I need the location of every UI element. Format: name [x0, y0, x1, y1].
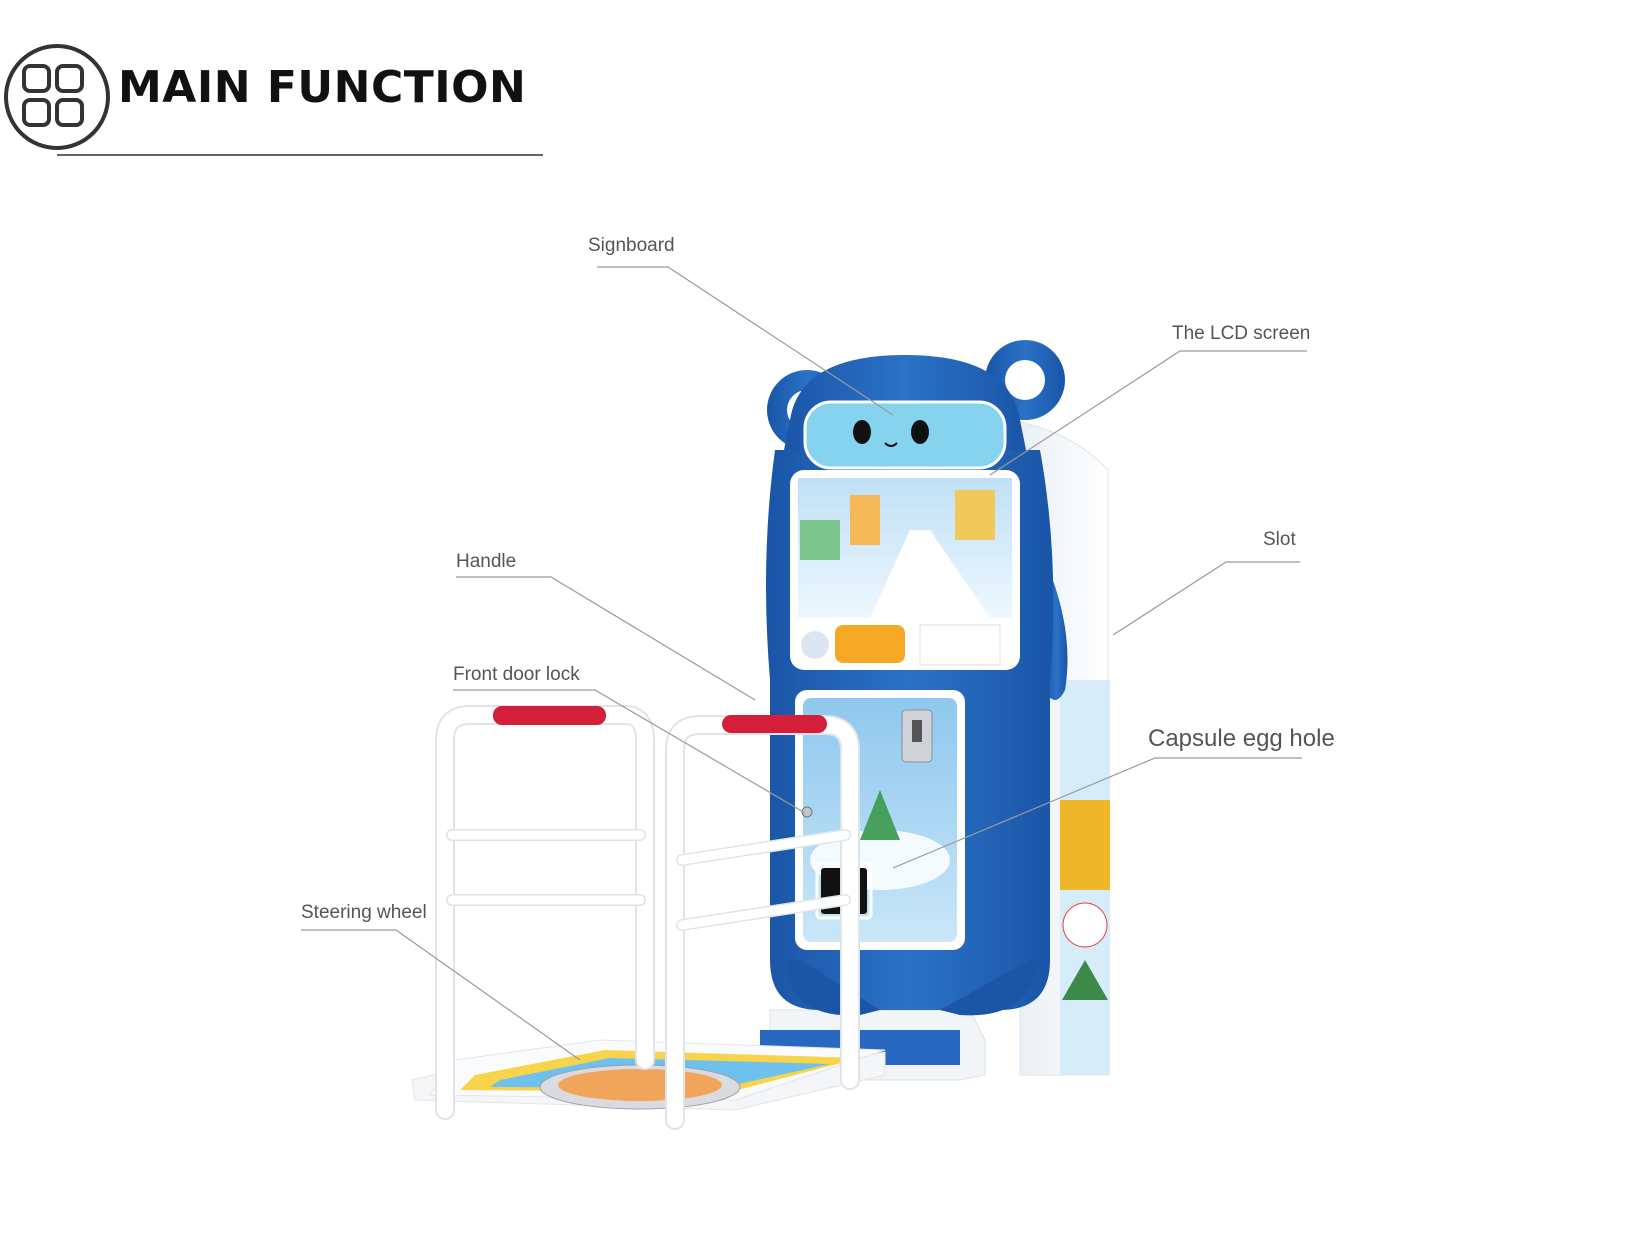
capsule-egg-hole-leader — [892, 757, 1302, 869]
slot-label: Slot — [1263, 529, 1296, 550]
capsule-egg-hole-label: Capsule egg hole — [1148, 725, 1335, 752]
cabinet-front — [766, 340, 1068, 1016]
handle-leader — [456, 576, 756, 701]
handle-grips — [493, 706, 827, 733]
front-door-lock-leader — [453, 689, 806, 814]
signboard-label: Signboard — [588, 235, 675, 256]
front-door-lock-label: Front door lock — [453, 664, 580, 685]
slot-leader — [1112, 561, 1300, 636]
four-squares-icon — [4, 44, 110, 150]
handle-label: Handle — [456, 551, 517, 572]
lcd-screen-leader — [989, 350, 1307, 476]
steering-platform — [411, 1039, 886, 1111]
leader-lines — [301, 266, 1307, 1061]
lcd-screen-label: The LCD screen — [1172, 323, 1311, 344]
page-title: MAIN FUNCTION — [118, 62, 527, 113]
steering-wheel-label: Steering wheel — [301, 902, 427, 923]
signboard-leader — [597, 266, 894, 416]
steering-wheel-leader — [301, 929, 581, 1061]
